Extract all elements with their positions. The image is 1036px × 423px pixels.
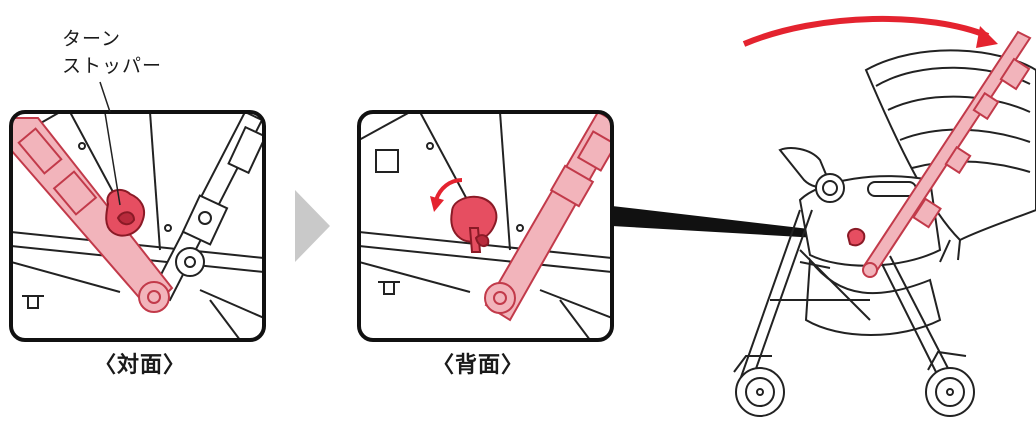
stroller-illustration <box>733 30 1036 417</box>
step-arrow <box>295 190 330 262</box>
turn-stopper-label-line2: ストッパー <box>62 55 163 77</box>
panel-facing <box>9 110 266 342</box>
handle-swing-arrow <box>742 15 998 48</box>
callout-leader <box>99 81 111 113</box>
panel-rear <box>357 110 614 342</box>
turn-stopper-label: ターン ストッパー <box>62 26 192 80</box>
turn-stopper-label-line1: ターン <box>62 28 122 50</box>
caption-rear: 〈背面〉 <box>431 353 524 378</box>
caption-facing: 〈対面〉 <box>93 353 186 378</box>
